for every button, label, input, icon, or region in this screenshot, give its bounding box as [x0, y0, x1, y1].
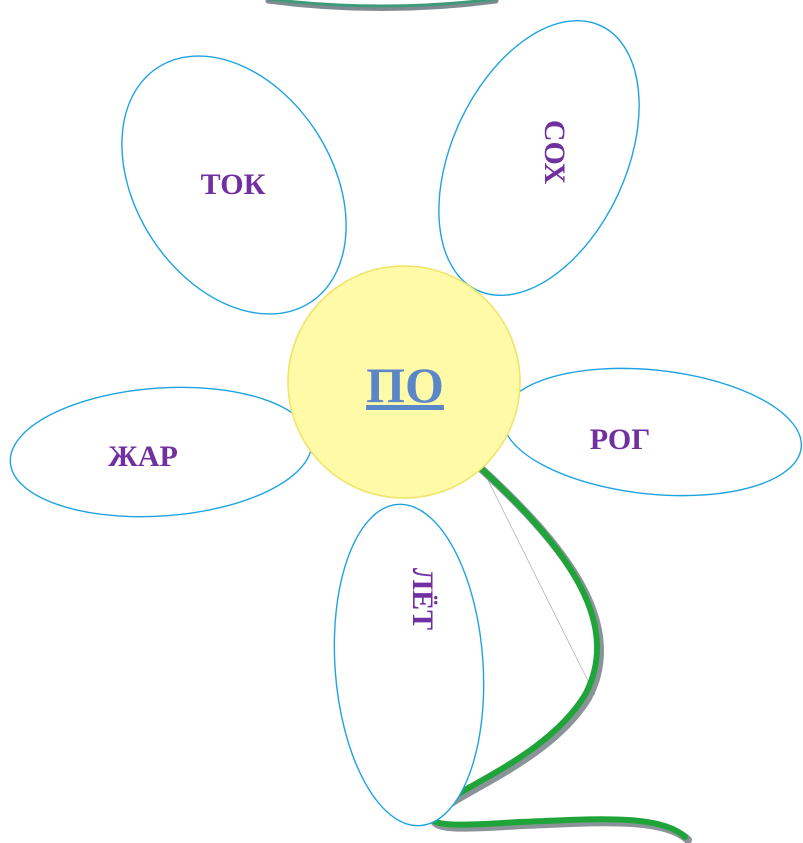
petal-tok: ТОК — [121, 55, 347, 315]
flower-center: ПО — [287, 265, 521, 499]
top-partial-shape — [265, 0, 499, 11]
petal-rog-label: РОГ — [590, 423, 651, 456]
center-syllable: ПО — [366, 357, 444, 413]
petal-tok-shape — [121, 55, 347, 315]
flower-center-disc — [287, 265, 521, 499]
stem-guide-line — [477, 459, 596, 696]
petal-rog: РОГ — [501, 367, 803, 497]
petal-lyot-label: ЛЁТ — [406, 568, 439, 630]
petal-tok-label: ТОК — [201, 168, 266, 201]
petal-zhar: ЖАР — [9, 386, 313, 518]
petal-zhar-label: ЖАР — [108, 440, 178, 473]
petal-sokh-shape — [438, 19, 640, 297]
petal-lyot-shape — [333, 503, 485, 827]
petal-lyot: ЛЁТ — [333, 503, 485, 827]
petal-sokh: СОХ — [438, 19, 640, 297]
petal-sokh-label: СОХ — [538, 120, 571, 185]
